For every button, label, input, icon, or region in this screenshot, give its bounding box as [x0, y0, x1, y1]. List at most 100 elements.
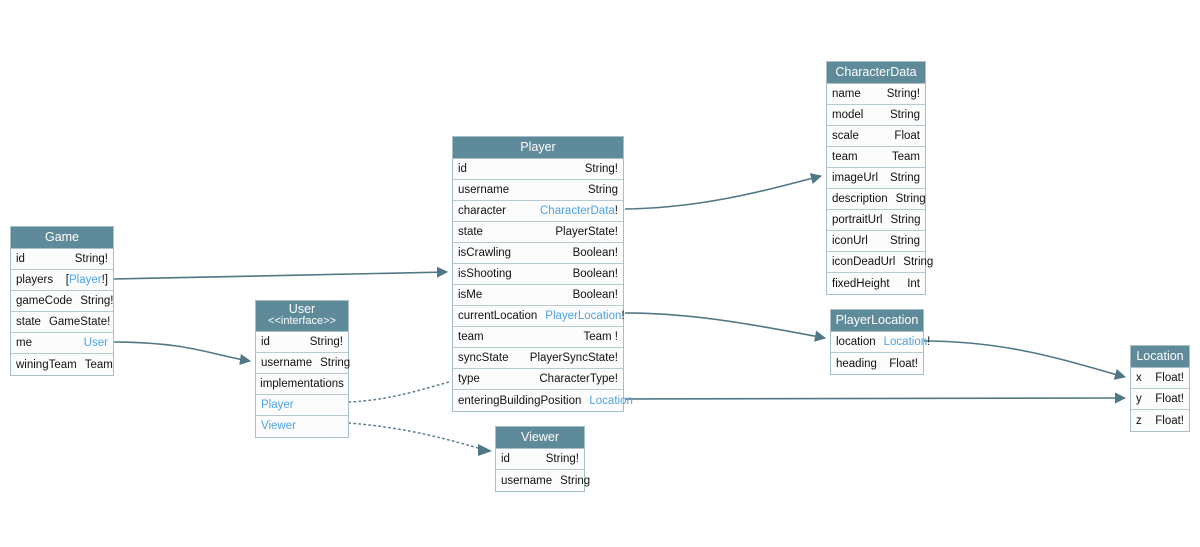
field-row-location-y[interactable]: y Float! — [1131, 389, 1189, 411]
field-type: Float! — [1155, 393, 1184, 406]
edge-game-players-to-player — [113, 266, 449, 280]
implementation-name[interactable]: Viewer — [261, 420, 296, 433]
entity-user-title: User <<interface>> — [256, 301, 348, 332]
edge-playerlocation-location-to-location — [923, 340, 1127, 380]
entity-game[interactable]: Game id String! players [Player!] gameCo… — [10, 226, 114, 377]
field-row-game-winingteam[interactable]: winingTeam Team — [11, 354, 113, 376]
field-row-location-z[interactable]: z Float! — [1131, 410, 1189, 432]
field-name: id — [16, 253, 25, 266]
field-name: state — [16, 316, 41, 329]
field-name: state — [458, 226, 483, 239]
type-link[interactable]: CharacterData — [540, 205, 615, 218]
field-name: team — [832, 151, 858, 164]
field-name: type — [458, 373, 480, 386]
field-type: String! — [545, 453, 579, 466]
field-type: String! — [74, 253, 108, 266]
implementations-label: implementations — [256, 373, 348, 395]
field-row-viewer-id[interactable]: id String! — [496, 449, 584, 471]
field-name: id — [458, 163, 467, 176]
field-name: winingTeam — [16, 358, 77, 371]
field-row-user-username[interactable]: username String — [256, 352, 351, 374]
entity-playerlocation[interactable]: PlayerLocation location Location! headin… — [830, 309, 930, 376]
field-name: currentLocation — [458, 310, 538, 323]
edge-game-me-to-user — [113, 341, 252, 366]
field-row-location-x[interactable]: x Float! — [1131, 368, 1189, 390]
field-row-characterdata-name[interactable]: name String! — [827, 84, 925, 106]
field-row-player-iscrawling[interactable]: isCrawling Boolean! — [453, 243, 623, 265]
type-link[interactable]: Player — [69, 274, 102, 287]
field-name: username — [501, 474, 553, 487]
field-row-player-isme[interactable]: isMe Boolean! — [453, 285, 623, 307]
entity-user-name: User — [288, 302, 316, 316]
field-row-characterdata-portraiturl[interactable]: portraitUrl String — [827, 210, 925, 232]
field-row-characterdata-iconurl[interactable]: iconUrl String — [827, 231, 925, 253]
implementation-item-viewer[interactable]: Viewer — [256, 415, 348, 437]
field-name: x — [1136, 372, 1142, 385]
field-row-player-currentlocation[interactable]: currentLocation PlayerLocation! — [453, 306, 625, 328]
field-name: iconUrl — [832, 235, 868, 248]
field-name: model — [832, 109, 864, 122]
field-row-characterdata-imageurl[interactable]: imageUrl String — [827, 168, 925, 190]
field-name: portraitUrl — [832, 214, 883, 227]
field-row-player-isshooting[interactable]: isShooting Boolean! — [453, 264, 623, 286]
field-type: String — [890, 214, 921, 227]
field-name: fixedHeight — [832, 277, 890, 290]
field-row-player-type[interactable]: type CharacterType! — [453, 369, 623, 391]
field-type: Team — [891, 151, 920, 164]
field-row-player-enteringbuildingposition[interactable]: enteringBuildingPosition Location — [453, 390, 633, 412]
entity-viewer[interactable]: Viewer id String! username String — [495, 426, 590, 493]
entity-location[interactable]: Location x Float! y Float! z Float! — [1130, 345, 1190, 433]
field-type[interactable]: Location — [589, 394, 633, 407]
field-type: String — [320, 356, 351, 369]
field-row-user-id[interactable]: id String! — [256, 331, 348, 353]
field-row-viewer-username[interactable]: username String — [496, 470, 590, 492]
field-row-player-username[interactable]: username String — [453, 180, 623, 202]
field-name: players — [16, 274, 54, 287]
field-row-characterdata-icondeadurl[interactable]: iconDeadUrl String — [827, 252, 933, 274]
entity-user[interactable]: User <<interface>> id String! username S… — [255, 300, 351, 438]
implementation-item-player[interactable]: Player — [256, 394, 348, 416]
edge-user-implements-viewer-arrow — [478, 444, 492, 456]
entity-location-title: Location — [1131, 346, 1189, 369]
field-row-playerlocation-heading[interactable]: heading Float! — [831, 353, 923, 375]
field-row-player-state[interactable]: state PlayerState! — [453, 222, 623, 244]
field-row-characterdata-team[interactable]: team Team — [827, 147, 925, 169]
field-row-characterdata-model[interactable]: model String — [827, 105, 925, 127]
entity-player[interactable]: Player id String! username String charac… — [452, 136, 633, 413]
entity-player-title: Player — [453, 137, 623, 160]
field-type: Boolean! — [572, 289, 618, 302]
type-link[interactable]: PlayerLocation — [545, 310, 622, 323]
field-row-characterdata-fixedheight[interactable]: fixedHeight Int — [827, 273, 925, 295]
field-type: PlayerState! — [555, 226, 618, 239]
field-name: gameCode — [16, 295, 73, 308]
field-row-player-syncstate[interactable]: syncState PlayerSyncState! — [453, 348, 623, 370]
field-row-playerlocation-location[interactable]: location Location! — [831, 332, 930, 354]
field-row-characterdata-description[interactable]: description String — [827, 189, 926, 211]
type-link[interactable]: Location — [883, 336, 928, 349]
field-row-game-me[interactable]: me User — [11, 333, 113, 355]
field-row-player-team[interactable]: team Team ! — [453, 327, 623, 349]
field-name: isCrawling — [458, 247, 512, 260]
field-row-game-id[interactable]: id String! — [11, 249, 113, 271]
field-name: me — [16, 337, 32, 350]
entity-characterdata-title: CharacterData — [827, 62, 925, 85]
edge-player-character-to-characterdata — [624, 173, 823, 210]
field-name: heading — [836, 357, 877, 370]
field-type: Float! — [889, 357, 918, 370]
entity-characterdata[interactable]: CharacterData name String! model String … — [826, 61, 933, 296]
field-row-characterdata-scale[interactable]: scale Float — [827, 126, 925, 148]
field-type: Float! — [1155, 414, 1184, 427]
field-name: isMe — [458, 289, 483, 302]
field-type[interactable]: User — [83, 337, 108, 350]
field-name: team — [458, 331, 484, 344]
field-type: String! — [80, 295, 114, 308]
type-prefix: [ — [65, 274, 69, 287]
field-row-game-players[interactable]: players [Player!] — [11, 270, 113, 292]
implementation-name[interactable]: Player — [261, 398, 294, 411]
field-row-player-id[interactable]: id String! — [453, 159, 623, 181]
field-type: GameState! — [48, 316, 111, 329]
field-row-game-state[interactable]: state GameState! — [11, 312, 113, 334]
field-row-player-character[interactable]: character CharacterData! — [453, 201, 623, 223]
field-row-game-gamecode[interactable]: gameCode String! — [11, 291, 114, 313]
entity-user-stereotype: <<interface>> — [268, 315, 336, 328]
